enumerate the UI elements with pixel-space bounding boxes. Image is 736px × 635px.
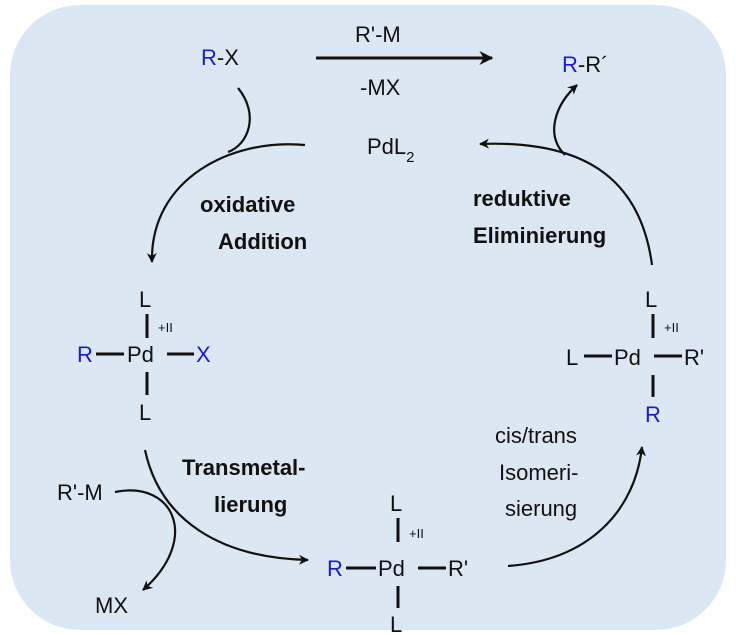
reductive-elimination-arrow bbox=[479, 138, 654, 266]
complex-left-top: L bbox=[139, 287, 151, 312]
reagent-above-label: R'-M bbox=[355, 22, 401, 47]
complex-right-metal: Pd bbox=[614, 345, 641, 370]
catalyst-base: PdL bbox=[367, 134, 406, 159]
reductive-label-line1: reduktive bbox=[473, 186, 571, 211]
complex-right-bottom: R bbox=[645, 402, 661, 427]
complex-bottom-bottom: L bbox=[390, 612, 402, 635]
catalyst-subscript: 2 bbox=[406, 149, 414, 166]
oxidative-label-line2: Addition bbox=[218, 229, 307, 254]
complex-bottom: L +II R Pd R' L bbox=[327, 491, 468, 635]
background-panel bbox=[10, 5, 726, 630]
isomer-label-line1: cis/trans bbox=[495, 423, 577, 448]
complex-left-bottom: L bbox=[139, 400, 151, 425]
oxidative-label-line1: oxidative bbox=[200, 192, 295, 217]
reactant-entry-hook bbox=[227, 87, 251, 154]
product-r-group: R bbox=[562, 52, 578, 77]
catalyst-label: PdL2 bbox=[367, 134, 415, 166]
isomer-label-line2: Isomeri- bbox=[499, 460, 578, 485]
transmetalation-arrow bbox=[143, 449, 309, 565]
product-rest: -R´ bbox=[578, 52, 609, 77]
side-species-arrow bbox=[114, 489, 177, 591]
transmetal-label-line1: Transmetal- bbox=[182, 455, 306, 480]
complex-left-right: X bbox=[196, 342, 211, 367]
reagent-below-label: -MX bbox=[360, 75, 401, 100]
complex-bottom-left: R bbox=[327, 556, 343, 581]
oxidative-addition-arrow bbox=[146, 143, 306, 263]
complex-left-left: R bbox=[77, 342, 93, 367]
reactant-rest: -X bbox=[217, 45, 239, 70]
product-label: R-R´ bbox=[562, 52, 608, 77]
complex-bottom-top: L bbox=[390, 491, 402, 516]
reductive-label-line2: Eliminierung bbox=[473, 223, 606, 248]
side-species-out-label: MX bbox=[95, 593, 128, 618]
complex-bottom-ox: +II bbox=[409, 526, 424, 541]
reactant-label: R-X bbox=[201, 45, 239, 70]
complex-right-top: L bbox=[645, 287, 657, 312]
product-exit-hook bbox=[553, 84, 578, 156]
complex-bottom-right: R' bbox=[448, 556, 468, 581]
complex-right-left: L bbox=[566, 345, 578, 370]
side-species-in-label: R'-M bbox=[57, 480, 103, 505]
complex-right-ox: +II bbox=[664, 320, 679, 335]
complex-right: L +II L Pd R' R bbox=[566, 287, 704, 427]
complex-left: L +II R Pd X L bbox=[77, 287, 211, 425]
complex-left-ox: +II bbox=[158, 320, 173, 335]
transmetal-label-line2: lierung bbox=[214, 492, 287, 517]
complex-left-metal: Pd bbox=[127, 342, 154, 367]
complex-bottom-metal: Pd bbox=[378, 556, 405, 581]
isomerization-arrow bbox=[507, 446, 646, 568]
reactant-r-group: R bbox=[201, 45, 217, 70]
complex-right-right: R' bbox=[684, 345, 704, 370]
isomer-label-line3: sierung bbox=[505, 496, 577, 521]
